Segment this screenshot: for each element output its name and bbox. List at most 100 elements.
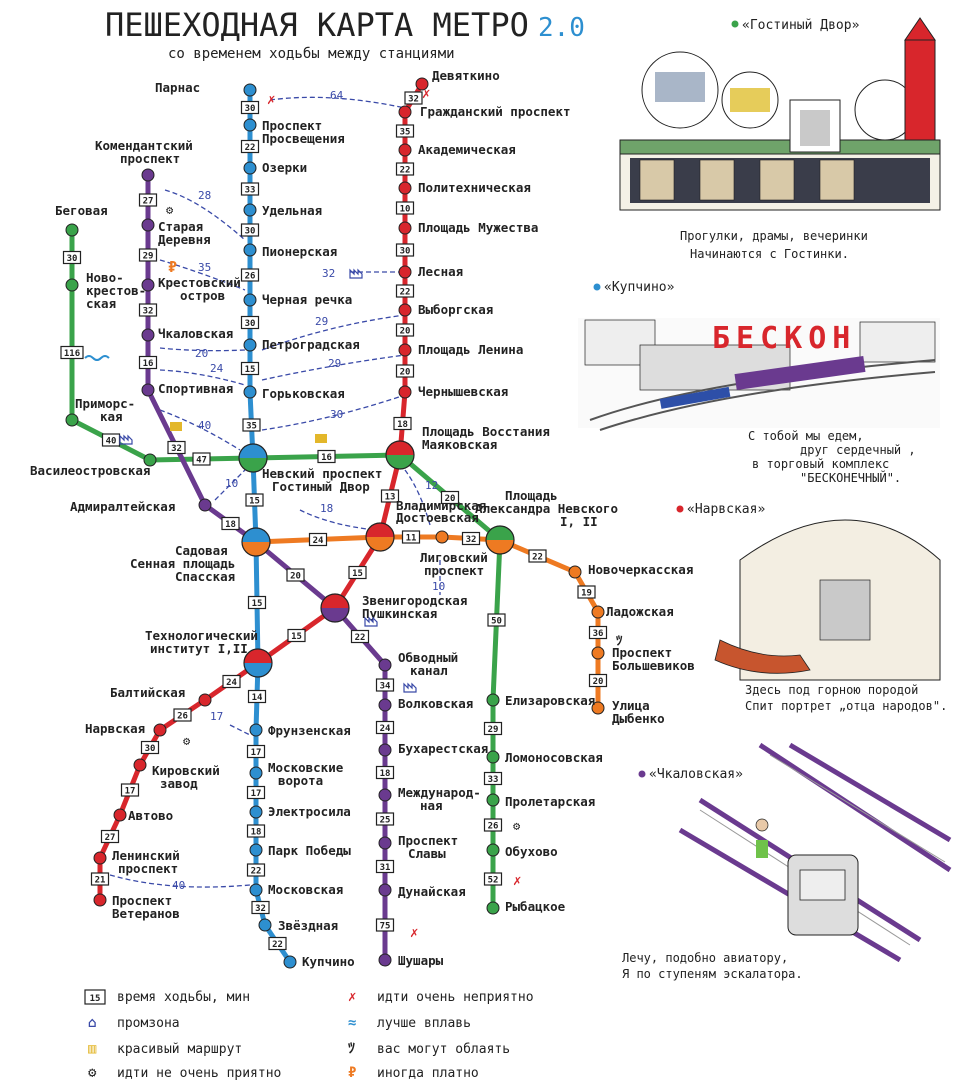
station-dot[interactable] <box>591 646 605 660</box>
walk-time-value: 40 <box>106 437 117 447</box>
station-dot[interactable] <box>398 265 412 279</box>
station-label: Маяковская <box>422 437 497 452</box>
station-dot[interactable] <box>141 278 155 292</box>
transfer-walk-time: 12 <box>425 479 438 492</box>
walk-time-value: 22 <box>532 553 543 563</box>
station-dot[interactable] <box>378 743 392 757</box>
station-dot[interactable] <box>283 955 297 969</box>
station-dot[interactable] <box>249 843 263 857</box>
walk-time-box <box>246 785 266 800</box>
station-dot[interactable] <box>415 77 429 91</box>
panel-caption: Здесь под горною породой <box>745 683 918 697</box>
station-dot[interactable] <box>243 83 257 97</box>
station-dot[interactable] <box>258 918 272 932</box>
interchange-hub[interactable] <box>365 522 395 552</box>
station-dot[interactable] <box>249 805 263 819</box>
walk-time-box <box>286 568 305 582</box>
station-dot[interactable] <box>486 901 500 915</box>
station-label: Беговая <box>55 203 108 218</box>
station-dot[interactable] <box>141 383 155 397</box>
transfer-walk-path <box>261 314 406 351</box>
station-dot[interactable] <box>591 701 605 715</box>
station-dot[interactable] <box>378 658 392 672</box>
interchange-hub[interactable] <box>485 525 515 555</box>
station-dot[interactable] <box>398 105 412 119</box>
legend-label: лучше вплавь <box>377 1016 471 1031</box>
station-dot[interactable] <box>249 723 263 737</box>
station-label: Проспект <box>612 645 672 660</box>
station-dot[interactable] <box>93 851 107 865</box>
station-dot[interactable] <box>398 303 412 317</box>
station-dot[interactable] <box>141 168 155 182</box>
station-dot[interactable] <box>398 221 412 235</box>
station-dot[interactable] <box>143 453 157 467</box>
station-dot[interactable] <box>378 883 392 897</box>
station-dot[interactable] <box>568 565 582 579</box>
station-dot[interactable] <box>378 836 392 850</box>
station-dot[interactable] <box>243 338 257 352</box>
interchange-hub-half <box>239 444 267 458</box>
station-dot[interactable] <box>93 893 107 907</box>
station-dot[interactable] <box>243 385 257 399</box>
station-dot[interactable] <box>398 343 412 357</box>
station-dot[interactable] <box>65 278 79 292</box>
station-label: проспект <box>120 151 180 166</box>
walk-time-value: 30 <box>245 104 256 114</box>
station-dot[interactable] <box>249 766 263 780</box>
station-label: Девяткино <box>432 68 500 83</box>
interchange-hub[interactable] <box>385 440 415 470</box>
station-dot[interactable] <box>486 750 500 764</box>
walk-time-box <box>138 303 158 317</box>
nice-route-icon <box>170 422 327 443</box>
station-dot[interactable] <box>141 218 155 232</box>
station-dot[interactable] <box>486 843 500 857</box>
transfer-walk-time: 18 <box>320 502 333 515</box>
station-label: I, II <box>560 514 598 529</box>
walk-time-value: 30 <box>245 227 256 237</box>
station-dot[interactable] <box>113 808 127 822</box>
station-dot[interactable] <box>153 723 167 737</box>
station-dot[interactable] <box>243 161 257 175</box>
station-dot[interactable] <box>378 953 392 967</box>
walk-time-value: 10 <box>400 205 411 215</box>
station-dot[interactable] <box>435 530 449 544</box>
station-dot[interactable] <box>198 498 212 512</box>
station-label: ская <box>86 296 116 311</box>
station-dot[interactable] <box>378 788 392 802</box>
walk-time-box <box>395 124 415 138</box>
interchange-hub[interactable] <box>238 443 268 473</box>
station-dot[interactable] <box>249 883 263 897</box>
walk-time-value: 19 <box>581 589 592 599</box>
station-dot[interactable] <box>243 203 257 217</box>
walk-time-value: 24 <box>226 678 237 688</box>
station-dot[interactable] <box>65 413 79 427</box>
interchange-hub[interactable] <box>243 648 273 678</box>
station-dot[interactable] <box>398 181 412 195</box>
station-dot[interactable] <box>398 143 412 157</box>
station-label: ворота <box>278 773 323 788</box>
station-dot[interactable] <box>243 118 257 132</box>
walk-time-value: 15 <box>252 599 263 609</box>
station-dot[interactable] <box>141 328 155 342</box>
station-dot[interactable] <box>486 693 500 707</box>
station-dot[interactable] <box>398 385 412 399</box>
station-dot[interactable] <box>486 793 500 807</box>
walk-time-value: 47 <box>196 456 207 466</box>
station-label: Проспект <box>398 833 458 848</box>
station-dot[interactable] <box>198 693 212 707</box>
station-dot[interactable] <box>133 758 147 772</box>
interchange-hub[interactable] <box>241 527 271 557</box>
walk-time-box <box>167 440 186 455</box>
station-dot[interactable] <box>243 293 257 307</box>
transfer-walk-path <box>159 347 246 352</box>
station-dot[interactable] <box>243 243 257 257</box>
station-dot[interactable] <box>65 223 79 237</box>
station-label: проспект <box>118 861 178 876</box>
transfer-walk-time: 32 <box>322 267 335 280</box>
interchange-hub[interactable] <box>320 593 350 623</box>
station-label: Пролетарская <box>505 794 595 809</box>
station-dot[interactable] <box>591 605 605 619</box>
panel-caption: в торговый комплекс <box>752 457 889 471</box>
very-unpleasant-icon: ✗ <box>267 92 275 108</box>
station-dot[interactable] <box>378 698 392 712</box>
